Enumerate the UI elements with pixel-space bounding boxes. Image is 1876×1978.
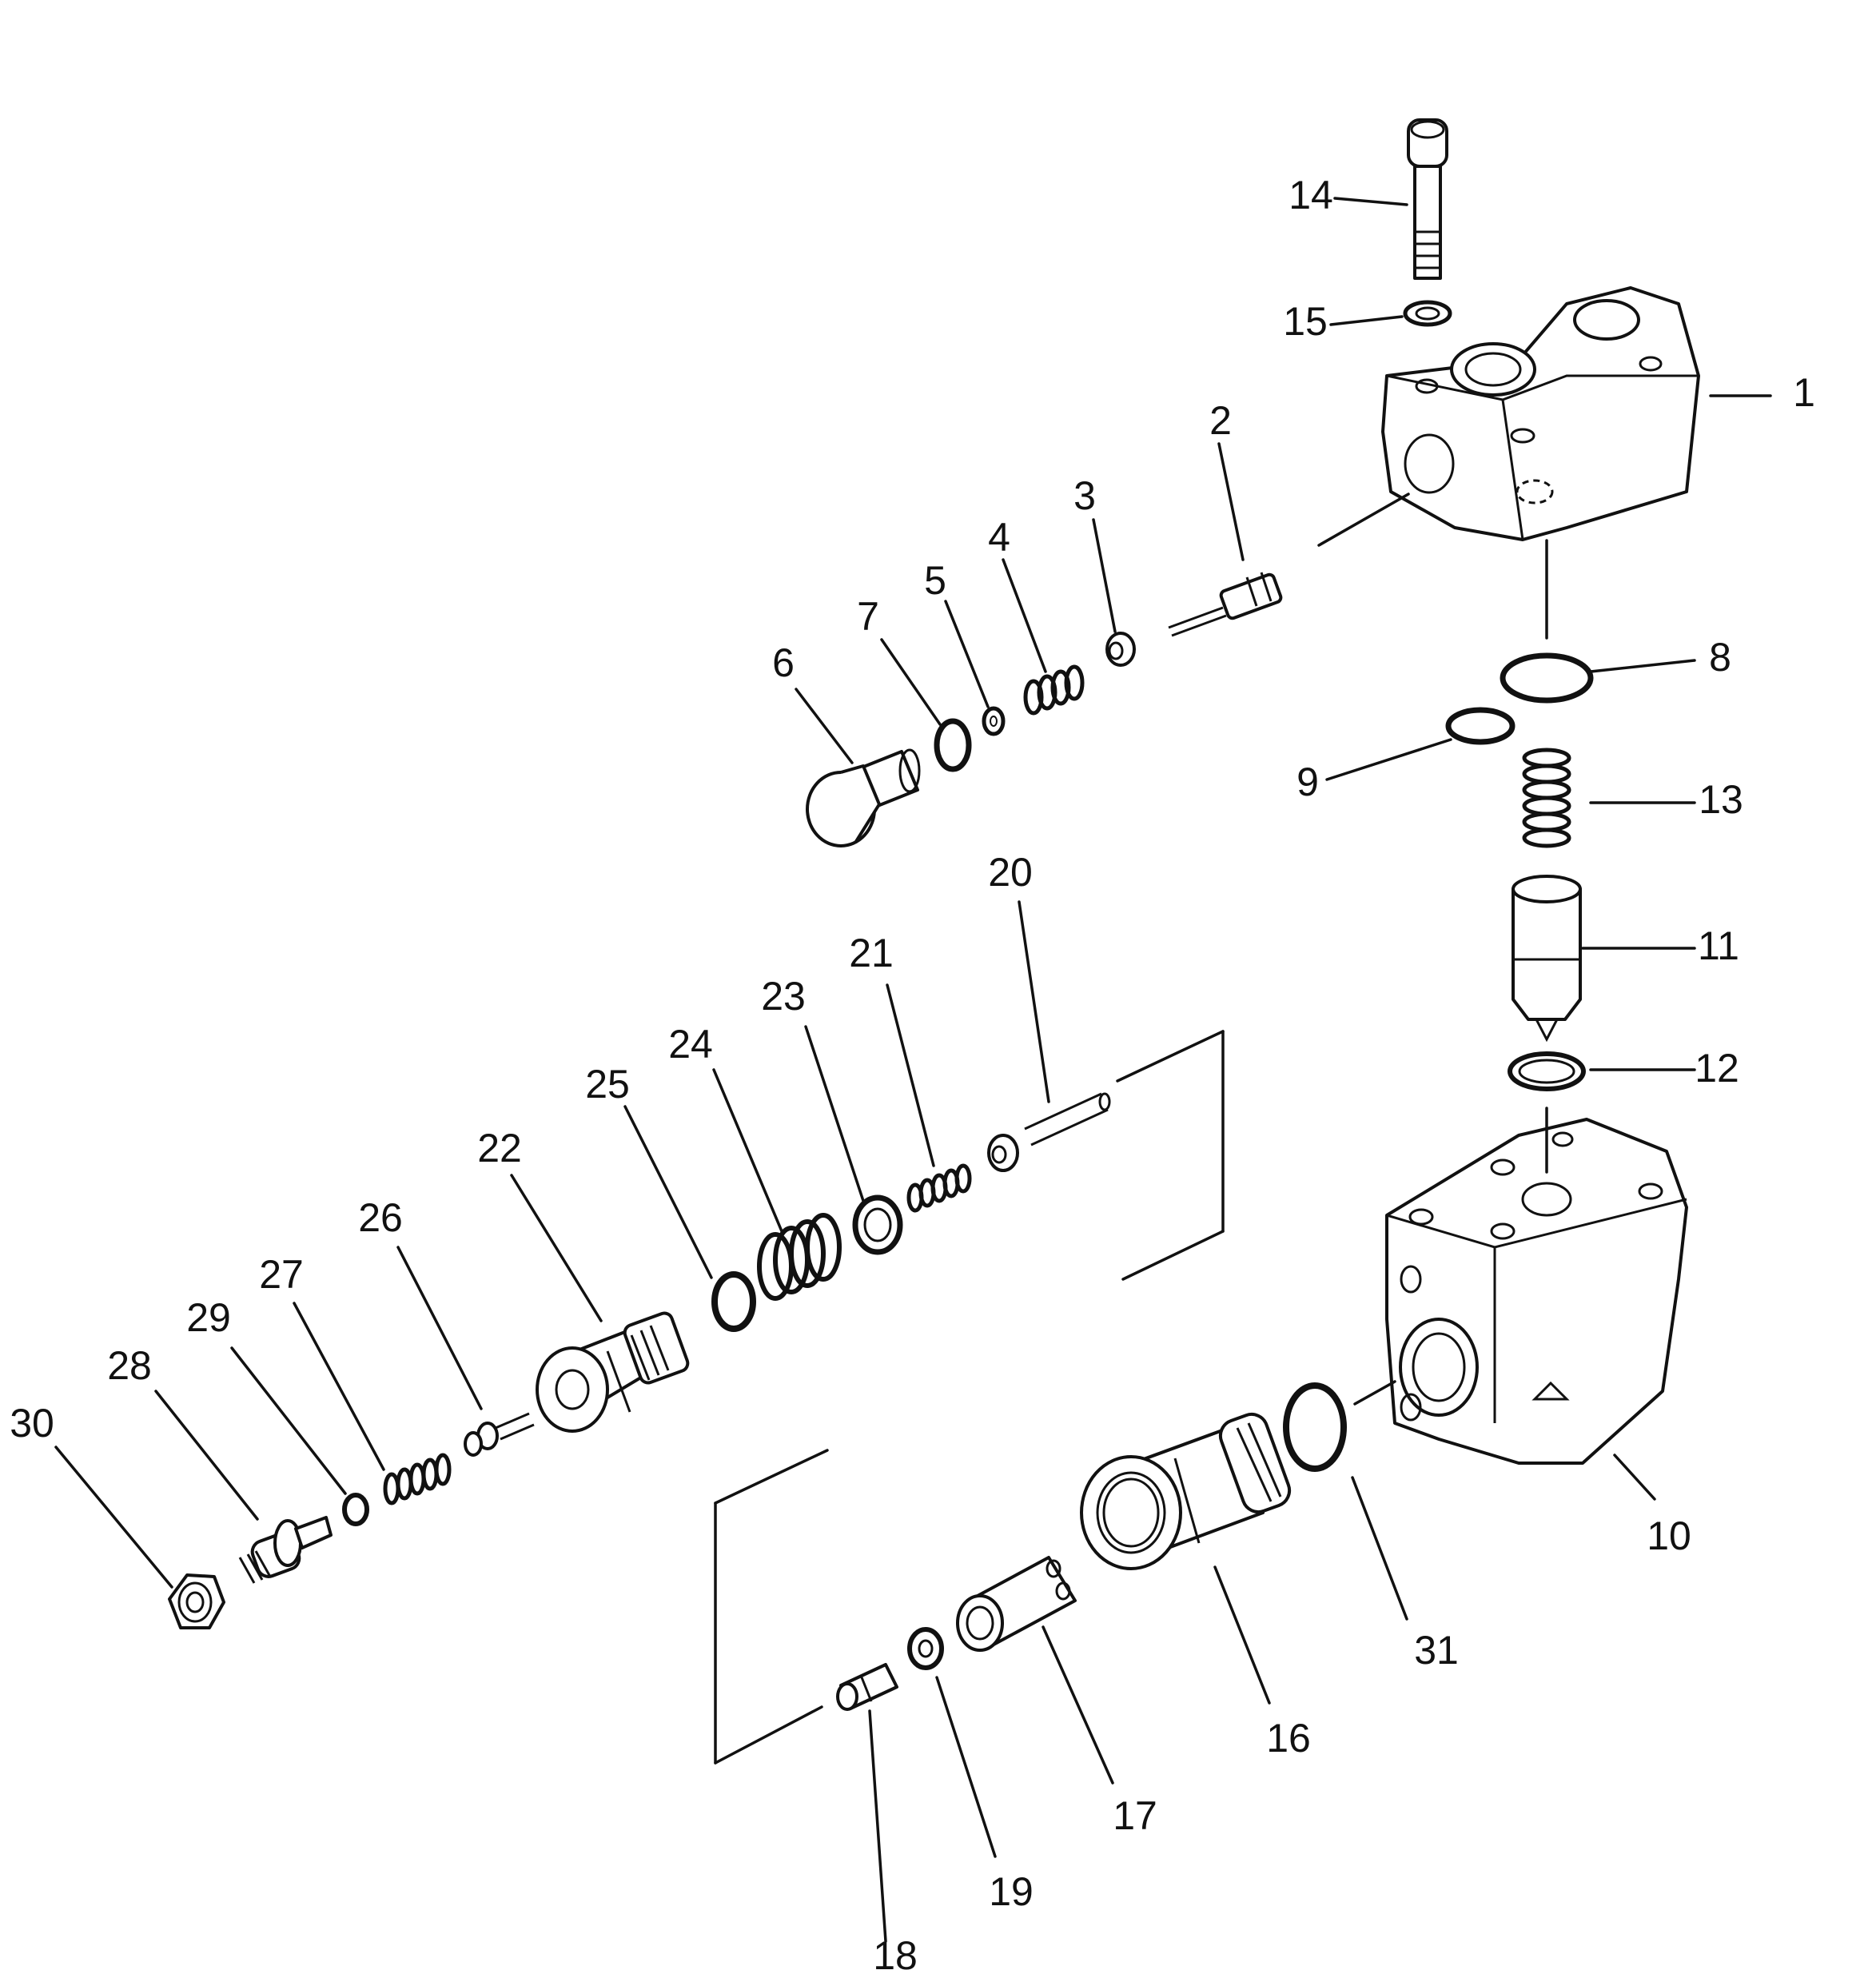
callout-9: 9 (1296, 760, 1319, 804)
part-31-o-ring (1283, 1382, 1347, 1472)
callout-18: 18 (873, 1933, 918, 1978)
callout-10: 10 (1647, 1513, 1691, 1558)
part-15-washer (1403, 300, 1452, 327)
callout-15: 15 (1283, 299, 1328, 344)
part-20-pin (987, 1092, 1111, 1172)
callout-labels: 14 15 1 2 3 4 5 7 6 8 9 13 11 12 10 31 1… (10, 173, 1815, 1978)
part-29-o-ring (342, 1493, 369, 1526)
callout-11: 11 (1698, 923, 1739, 968)
part-2-valve-stem (1168, 572, 1283, 637)
callout-16: 16 (1266, 1716, 1311, 1761)
callout-26: 26 (358, 1195, 403, 1240)
part-24-spring (757, 1213, 842, 1301)
callout-22: 22 (477, 1126, 522, 1170)
callout-27: 27 (259, 1252, 304, 1297)
part-16-sleeve (1080, 1412, 1292, 1570)
callout-13: 13 (1699, 777, 1743, 822)
part-23-seal (852, 1194, 903, 1255)
part-30-lock-nut (168, 1573, 225, 1629)
part-21-spring (906, 1163, 972, 1213)
part-25-o-ring (711, 1271, 756, 1332)
callout-28: 28 (107, 1343, 152, 1388)
part-17-piston (956, 1556, 1077, 1652)
callout-17: 17 (1113, 1793, 1157, 1838)
part-13-spring (1522, 748, 1571, 848)
callout-8: 8 (1709, 635, 1731, 680)
callout-30: 30 (10, 1401, 54, 1446)
part-4-spring (1023, 664, 1085, 716)
callout-20: 20 (988, 850, 1033, 895)
callout-23: 23 (761, 974, 806, 1019)
callout-4: 4 (988, 515, 1010, 560)
callout-12: 12 (1695, 1046, 1739, 1091)
part-3-cap (1105, 632, 1136, 667)
part-28-adjusting-screw (238, 1516, 333, 1584)
leader-lines (54, 197, 1772, 1943)
callout-1: 1 (1793, 370, 1815, 415)
part-9-o-ring (1445, 707, 1516, 745)
callout-3: 3 (1073, 473, 1096, 518)
callout-21: 21 (849, 931, 894, 975)
callout-31: 31 (1414, 1628, 1459, 1673)
callout-7: 7 (857, 594, 879, 639)
callout-14: 14 (1289, 173, 1333, 217)
part-22-poppet-housing (536, 1311, 690, 1433)
callout-29: 29 (186, 1295, 231, 1340)
assembly-lines (714, 493, 1548, 1765)
part-14-bolt (1407, 118, 1448, 280)
part-7-o-ring (934, 718, 972, 772)
part-6-plug (806, 748, 921, 847)
callout-25: 25 (585, 1062, 630, 1107)
part-11-spool (1512, 875, 1582, 1043)
callout-24: 24 (668, 1022, 713, 1067)
part-8-o-ring (1500, 652, 1594, 704)
callout-2: 2 (1209, 398, 1232, 443)
part-1-upper-body (1381, 286, 1700, 541)
part-12-seal (1508, 1051, 1586, 1091)
part-19-washer (907, 1627, 944, 1670)
part-10-lower-body (1385, 1118, 1688, 1465)
callout-5: 5 (924, 558, 946, 603)
part-18-pin (836, 1663, 898, 1711)
part-27-spring (383, 1453, 452, 1505)
callout-19: 19 (989, 1869, 1034, 1914)
part-26-needle (464, 1412, 535, 1457)
callout-6: 6 (772, 640, 795, 685)
part-5-washer (982, 706, 1006, 736)
